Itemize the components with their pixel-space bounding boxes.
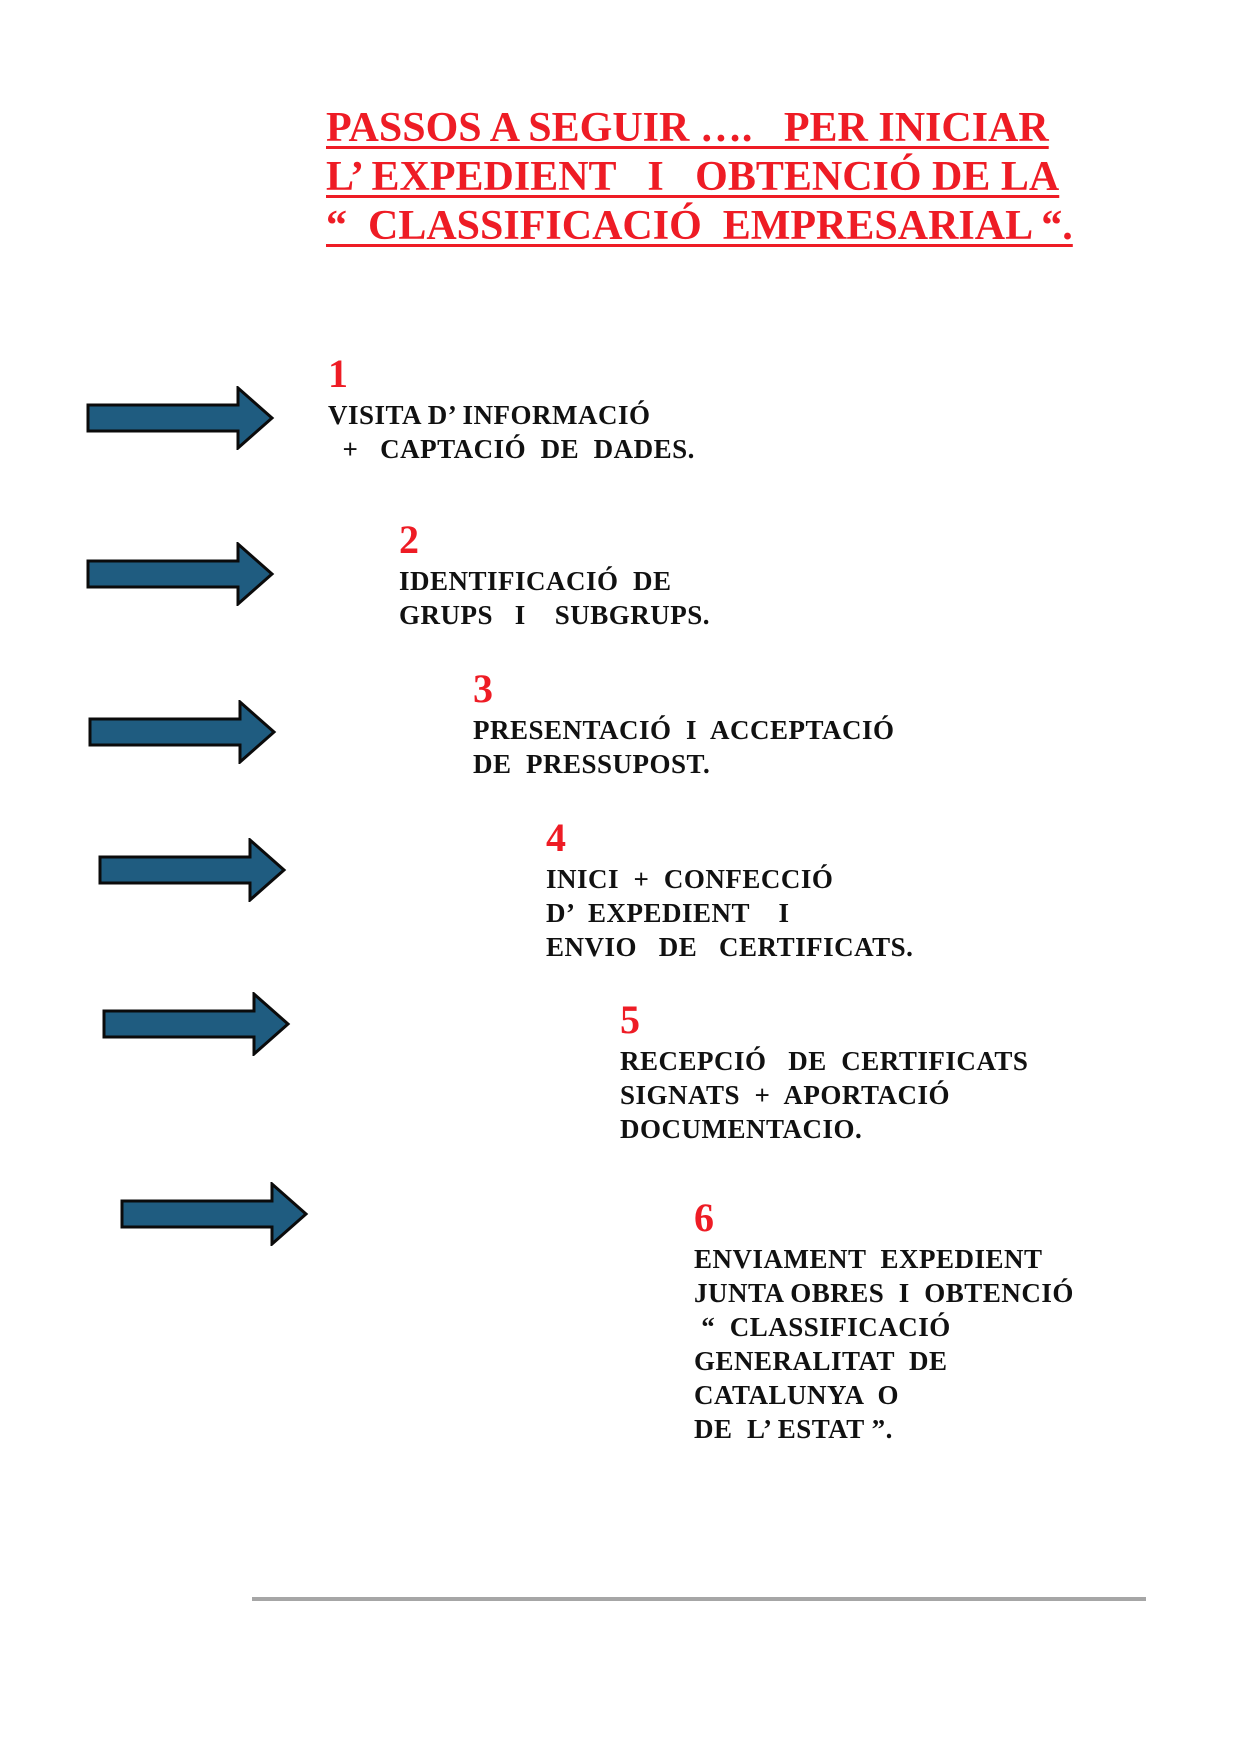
step-number: 1	[328, 351, 348, 396]
step-text: + CAPTACIÓ DE DADES.	[328, 434, 695, 464]
right-arrow-icon	[88, 700, 277, 764]
footer-divider	[252, 1597, 1146, 1601]
right-arrow-icon	[98, 838, 287, 902]
step-number: 6	[694, 1195, 714, 1240]
step-number: 4	[546, 815, 566, 860]
step-text: DOCUMENTACIO.	[620, 1114, 863, 1144]
right-arrow-icon	[86, 386, 275, 450]
step-text: DE PRESSUPOST.	[473, 749, 711, 779]
step-text: PRESENTACIÓ I ACCEPTACIÓ	[473, 715, 895, 745]
step-text: ENVIO DE CERTIFICATS.	[546, 932, 914, 962]
step-6: 6 ENVIAMENT EXPEDIENT JUNTA OBRES I OBTE…	[694, 1196, 1074, 1446]
right-arrow-icon	[102, 992, 291, 1056]
step-text: SIGNATS + APORTACIÓ	[620, 1080, 950, 1110]
step-text: “ CLASSIFICACIÓ	[694, 1312, 951, 1342]
step-1: 1 VISITA D’ INFORMACIÓ + CAPTACIÓ DE DAD…	[328, 352, 695, 466]
step-number: 3	[473, 666, 493, 711]
step-text: INICI + CONFECCIÓ	[546, 864, 834, 894]
title-line: “ CLASSIFICACIÓ EMPRESARIAL “.	[326, 203, 1073, 249]
step-text: GENERALITAT DE	[694, 1346, 948, 1376]
step-text: VISITA D’ INFORMACIÓ	[328, 400, 651, 430]
right-arrow-icon	[120, 1182, 309, 1246]
step-text: RECEPCIÓ DE CERTIFICATS	[620, 1046, 1029, 1076]
title-line: PASSOS A SEGUIR …. PER INICIAR	[326, 105, 1049, 151]
step-4: 4 INICI + CONFECCIÓ D’ EXPEDIENT I ENVIO…	[546, 816, 913, 964]
step-text: DE L’ ESTAT ”.	[694, 1414, 893, 1444]
step-text: IDENTIFICACIÓ DE	[399, 566, 672, 596]
step-text: GRUPS I SUBGRUPS.	[399, 600, 711, 630]
step-text: ENVIAMENT EXPEDIENT	[694, 1244, 1043, 1274]
page-title: PASSOS A SEGUIR …. PER INICIAR L’ EXPEDI…	[326, 104, 1206, 251]
step-3: 3 PRESENTACIÓ I ACCEPTACIÓ DE PRESSUPOST…	[473, 667, 895, 781]
step-text: D’ EXPEDIENT I	[546, 898, 790, 928]
step-number: 2	[399, 517, 419, 562]
step-number: 5	[620, 997, 640, 1042]
title-line: L’ EXPEDIENT I OBTENCIÓ DE LA	[326, 154, 1060, 200]
right-arrow-icon	[86, 542, 275, 606]
step-text: CATALUNYA O	[694, 1380, 900, 1410]
step-2: 2 IDENTIFICACIÓ DE GRUPS I SUBGRUPS.	[399, 518, 710, 632]
step-text: JUNTA OBRES I OBTENCIÓ	[694, 1278, 1074, 1308]
step-5: 5 RECEPCIÓ DE CERTIFICATS SIGNATS + APOR…	[620, 998, 1028, 1146]
